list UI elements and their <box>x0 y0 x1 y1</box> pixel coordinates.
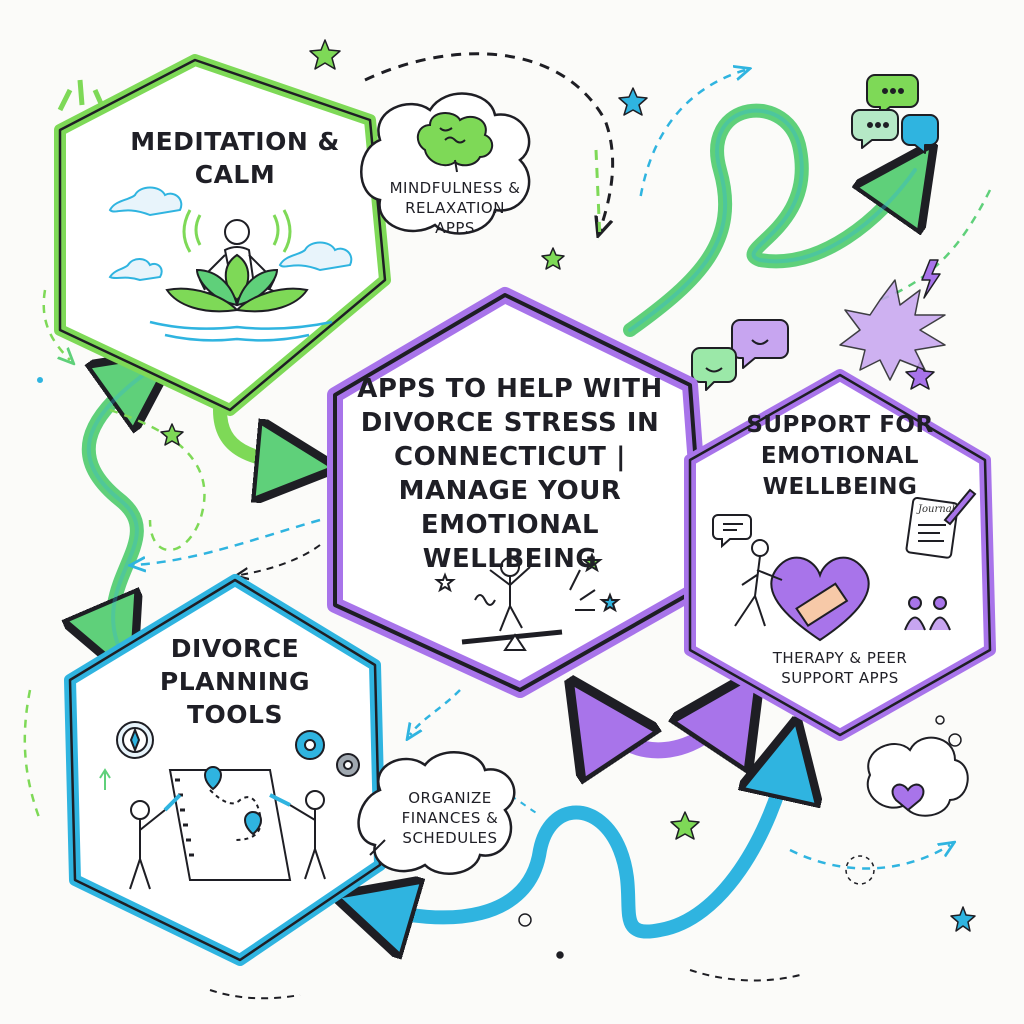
central-hexagon <box>327 287 713 698</box>
star-icon <box>541 247 565 270</box>
dashed-blue-mid <box>135 518 321 565</box>
green-loop-arrow <box>623 103 915 337</box>
meditation-figure-icon <box>108 186 353 342</box>
star-icon <box>599 592 621 613</box>
flow-arrows <box>23 52 992 1000</box>
star-icon <box>950 906 976 932</box>
star-icon <box>905 361 935 390</box>
green-down-arrow <box>594 149 602 241</box>
planning-title: DIVORCE PLANNING TOOLS <box>159 634 311 729</box>
blue-loop-arrow <box>365 750 790 932</box>
star-icon <box>434 572 456 593</box>
star-icon <box>309 39 341 70</box>
organize-bubble-text: ORGANIZE FINANCES & SCHEDULES <box>401 789 499 847</box>
star-icon <box>581 552 603 573</box>
dashed-blue-top <box>638 70 745 201</box>
organize-cloud <box>357 751 516 875</box>
star-icon <box>160 423 184 446</box>
mindfulness-bubble-text: MINDFULNESS & RELAXATION APPS <box>389 179 521 237</box>
lightning-icon <box>921 259 941 299</box>
chat-bubbles-icon <box>851 74 939 154</box>
planning-tools-icon <box>99 721 360 890</box>
meditation-title: MEDITATION & CALM <box>130 127 340 189</box>
balance-figure-icon <box>434 552 621 651</box>
journal-word: Journal <box>918 504 955 515</box>
support-caption: THERAPY & PEER SUPPORT APPS <box>772 649 908 687</box>
support-hexagon <box>684 369 996 741</box>
star-icon <box>618 87 648 116</box>
therapy-heart-icon <box>712 488 977 642</box>
meditation-hexagon <box>54 54 391 416</box>
decorations <box>37 39 983 959</box>
central-title: APPS TO HELP WITH DIVORCE STRESS IN CONN… <box>357 374 663 574</box>
support-title: SUPPORT FOR EMOTIONAL WELLBEING <box>746 412 934 500</box>
green-to-central-arrow <box>213 403 305 465</box>
smiley-chat-icon <box>691 319 789 391</box>
purple-double-arrow <box>590 700 740 750</box>
star-icon <box>670 811 700 840</box>
burst-icon <box>839 279 946 381</box>
green-s-arrow <box>89 370 150 650</box>
brain-icon <box>416 112 494 173</box>
heart-cloud-icon <box>866 736 969 817</box>
